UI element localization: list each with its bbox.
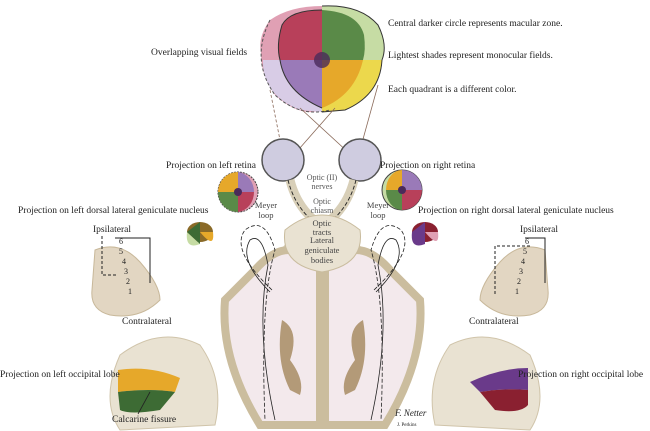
optic-nerves-label-1: Optic (II): [307, 173, 338, 182]
layer-2: 2: [517, 277, 521, 286]
lgb-label-2: geniculate: [305, 245, 340, 255]
meyer-loop-left-1: Meyer: [255, 200, 277, 210]
layer-3: 3: [519, 267, 523, 276]
layer-3: 3: [124, 267, 128, 276]
layer-5: 5: [523, 247, 527, 256]
layer-1: 1: [515, 287, 519, 296]
left-occipital-label: Projection on left occipital lobe: [0, 369, 120, 380]
calcarine-label: Calcarine fissure: [112, 414, 176, 425]
layer-4: 4: [521, 257, 525, 266]
left-retina-projection: [217, 171, 259, 213]
optic-tracts-label-1: Optic: [313, 218, 332, 228]
lgb-label-1: Lateral: [310, 235, 335, 245]
left-dlgn-color: [186, 222, 214, 246]
optic-chiasm-label-2: chiasm: [311, 206, 334, 215]
left-eye: [261, 138, 305, 182]
optic-chiasm-label-1: Optic: [313, 197, 331, 206]
right-lgn-layers: [479, 237, 549, 317]
right-retina-projection: [381, 169, 423, 211]
meyer-loop-right-2: loop: [370, 210, 385, 220]
legend-macular: Central darker circle represents macular…: [388, 19, 563, 29]
right-retina-label: Projection on right retina: [380, 161, 476, 171]
optic-tracts-label-2: tracts: [313, 227, 331, 237]
meyer-loop-right-1: Meyer: [367, 200, 389, 210]
left-occipital-lobe: [109, 336, 219, 431]
legend-quadrant: Each quadrant is a different color.: [388, 84, 517, 95]
eyes: [261, 138, 382, 182]
left-ipsilateral-label: Ipsilateral: [93, 225, 131, 235]
lgb-label-3: bodies: [311, 255, 333, 265]
left-lgn-layers: [91, 236, 161, 317]
left-retina-label: Projection on left retina: [166, 160, 257, 171]
layer-6: 6: [525, 237, 529, 246]
layer-6: 6: [119, 237, 123, 246]
left-dlgn-label: Projection on left dorsal lateral genicu…: [18, 205, 209, 216]
layer-5: 5: [119, 247, 123, 256]
right-occipital-lobe: [431, 336, 541, 431]
layer-4: 4: [122, 257, 126, 266]
right-occipital-label: Projection on right occipital lobe: [518, 370, 643, 380]
brain-section: [220, 214, 425, 429]
right-layer-numbers: 6 5 4 3 2 1: [515, 237, 529, 296]
optic-nerves-label-2: nerves: [312, 182, 333, 191]
netter-signature: F. Netter: [394, 408, 427, 418]
right-eye: [338, 138, 382, 182]
layer-2: 2: [126, 277, 130, 286]
overlapping-fields-label: Overlapping visual fields: [151, 47, 247, 58]
legend-monocular: Lightest shades represent monocular fiel…: [388, 50, 553, 61]
meyer-loop-left-2: loop: [258, 210, 273, 220]
layer-1: 1: [128, 287, 132, 296]
optic-radiations: [240, 225, 406, 421]
right-ipsilateral-label: Ipsilateral: [520, 225, 558, 235]
left-layer-numbers: 6 5 4 3 2 1: [119, 237, 132, 296]
calcarine-leader: [137, 391, 151, 415]
perkins-signature: J. Perkins: [397, 423, 417, 428]
right-contralateral-label: Contralateral: [469, 317, 519, 327]
right-dlgn-color: [411, 222, 439, 246]
left-contralateral-label: Contralateral: [122, 317, 172, 327]
right-dlgn-label: Projection on right dorsal lateral genic…: [418, 206, 614, 216]
overlapping-visual-fields-graphic: [260, 5, 385, 113]
